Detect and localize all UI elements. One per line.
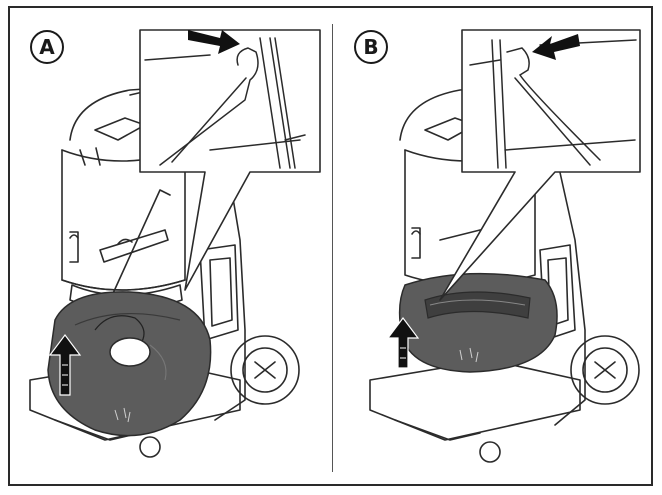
drum-handle-a xyxy=(99,229,169,263)
zoom-callout-b xyxy=(439,29,641,301)
caster-a xyxy=(139,436,161,458)
dust-bag-b xyxy=(398,272,558,373)
arrow-up-icon xyxy=(386,317,420,369)
panel-label-b-text: B xyxy=(363,35,379,59)
caster-b xyxy=(479,441,501,463)
arrow-right-icon xyxy=(188,30,240,54)
wheel-a xyxy=(230,335,300,405)
wheel-b xyxy=(570,335,640,405)
panel-label-a: A xyxy=(30,30,64,64)
zoom-callout-a xyxy=(139,29,321,291)
chassis-panel-a xyxy=(199,244,239,341)
dust-bag-a xyxy=(47,291,212,437)
panel-label-a-text: A xyxy=(39,35,55,59)
panel-label-b: B xyxy=(354,30,388,64)
panel-divider xyxy=(332,24,333,472)
arrow-left-icon xyxy=(532,34,580,60)
arrow-up-icon xyxy=(48,334,82,396)
